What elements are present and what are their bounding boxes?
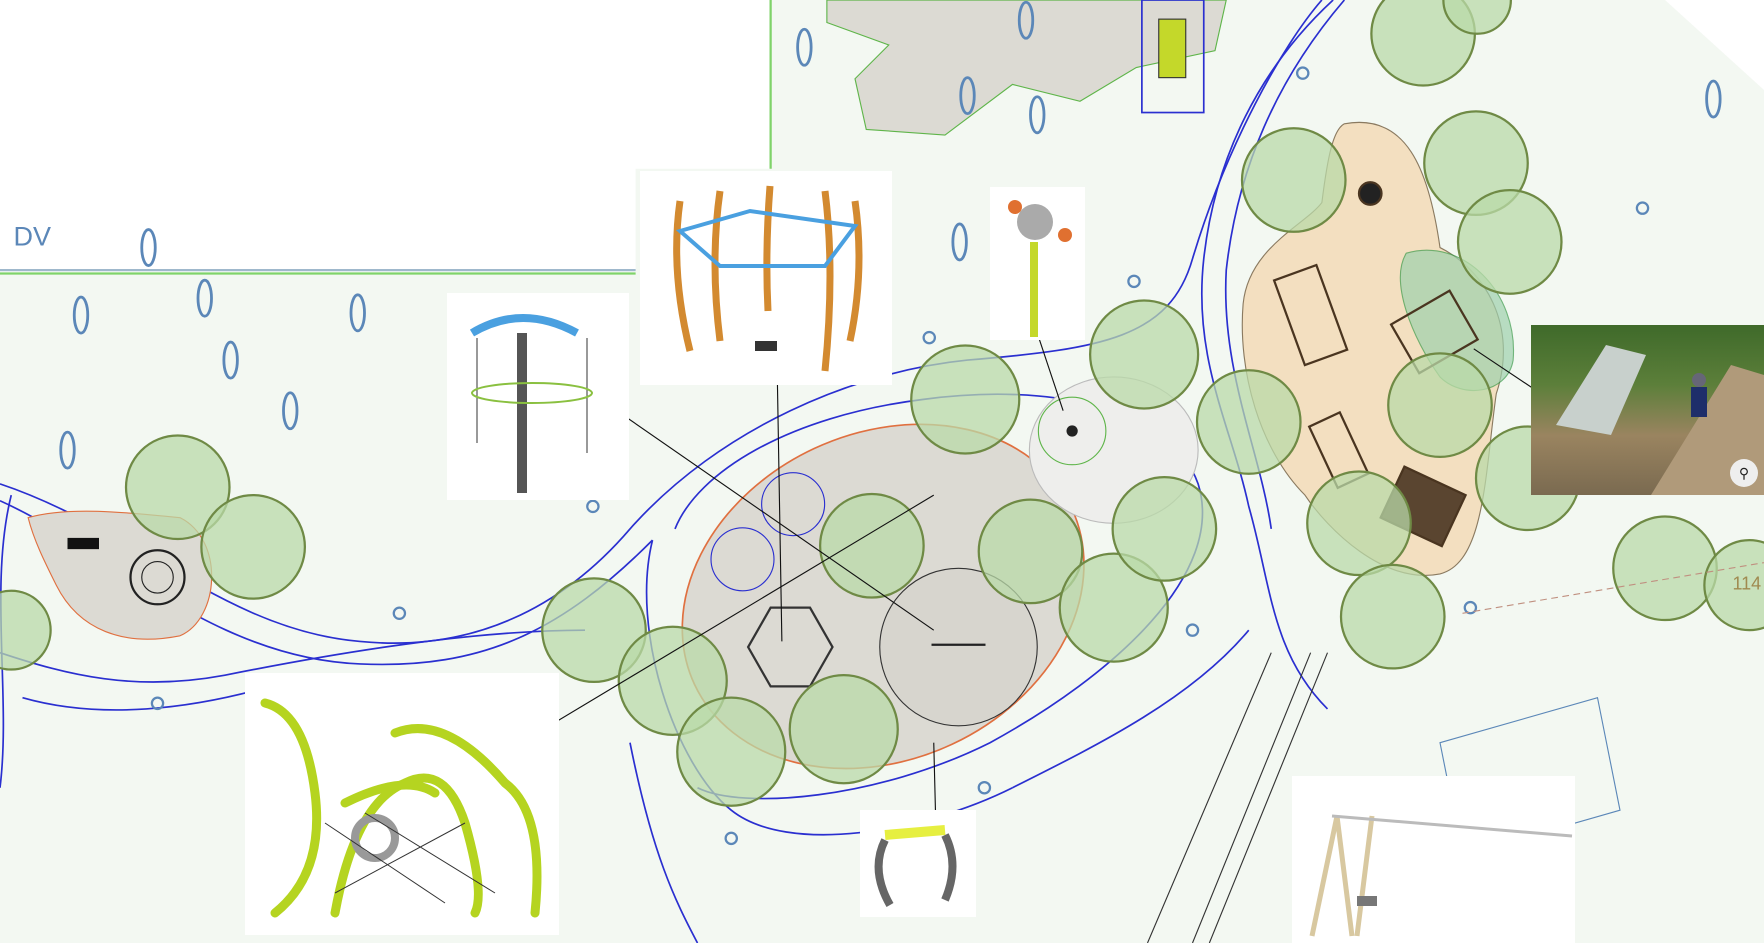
- lamp-symbol-icon: [1635, 201, 1650, 215]
- tree-symbol-icon: [196, 278, 213, 318]
- product-image-rotating-swing[interactable]: [447, 293, 629, 500]
- image-search-icon[interactable]: ⚲: [1730, 459, 1758, 487]
- tree-canopy: [1442, 0, 1512, 35]
- zone-label: DV: [13, 221, 51, 251]
- trees: [0, 0, 1764, 807]
- tree-symbol-icon: [1705, 79, 1722, 119]
- tree-symbol-icon: [72, 295, 90, 335]
- tree-symbol-icon: [1017, 0, 1035, 40]
- lamp-symbol-icon: [150, 696, 165, 711]
- product-image-swing-set[interactable]: [1292, 776, 1575, 943]
- bridge-lines: [1146, 652, 1329, 943]
- tree-canopy: [1612, 515, 1718, 622]
- white-area-top-left: [0, 0, 771, 274]
- tree-canopy: [124, 434, 231, 541]
- tree-symbol-icon: [1029, 95, 1046, 135]
- tree-symbol-icon: [951, 222, 968, 262]
- tree-canopy: [1089, 299, 1200, 410]
- lamp-symbol-icon: [586, 499, 600, 514]
- product-image-basket-play[interactable]: [990, 187, 1085, 340]
- lamp-symbol-icon: [724, 831, 738, 846]
- tree-canopy: [910, 344, 1021, 455]
- lime-equipment: [1158, 18, 1187, 79]
- tree-canopy: [1703, 539, 1764, 632]
- tree-canopy: [977, 498, 1084, 605]
- lamp-symbol-icon: [1296, 66, 1310, 80]
- lamp-symbol-icon: [977, 780, 992, 795]
- carousel-zone: [879, 567, 1038, 727]
- lamp-symbol-icon: [1185, 623, 1200, 637]
- tree-canopy: [1195, 369, 1302, 475]
- white-area-top-right: [1665, 0, 1764, 91]
- tree-canopy: [200, 494, 306, 600]
- lamp-symbol-icon: [1127, 274, 1141, 289]
- tree-canopy: [1306, 470, 1412, 577]
- small-play-circle: [761, 472, 826, 537]
- tree-symbol-icon: [222, 340, 239, 380]
- tree-canopy: [788, 674, 899, 785]
- tree-symbol-icon: [349, 293, 366, 333]
- tree-canopy: [1058, 552, 1169, 663]
- product-image-climbing-frame[interactable]: [245, 673, 559, 935]
- tree-canopy: [1456, 189, 1563, 295]
- gravel-area-top: [826, 0, 1227, 136]
- tree-canopy: [1339, 563, 1446, 670]
- tree-canopy: [1240, 127, 1347, 233]
- tree-symbol-icon: [796, 27, 813, 67]
- tree-canopy: [1387, 352, 1493, 458]
- lamp-symbol-icon: [922, 330, 936, 345]
- tree-symbol-icon: [140, 228, 157, 267]
- tree-symbol-icon: [59, 430, 76, 470]
- product-image-hexagon-swing[interactable]: [640, 171, 892, 385]
- tree-symbol-icon: [282, 391, 299, 431]
- tree-canopy: [819, 492, 925, 599]
- elevation-label: 114: [1732, 574, 1761, 594]
- tree-symbol-icon: [959, 76, 976, 116]
- plan-symbols: [59, 0, 1722, 846]
- lamp-symbol-icon: [1463, 600, 1478, 615]
- lamp-symbol-icon: [392, 606, 407, 621]
- sandbox-rect: [1141, 0, 1205, 114]
- tree-canopy: [541, 577, 647, 684]
- photo-slide-climbing-wall[interactable]: ⚲: [1531, 325, 1764, 495]
- product-image-bench[interactable]: [860, 810, 976, 917]
- tree-canopy: [676, 696, 787, 807]
- spider-net: [129, 549, 186, 606]
- tree-canopy: [1111, 476, 1218, 582]
- tree-canopy: [0, 589, 52, 671]
